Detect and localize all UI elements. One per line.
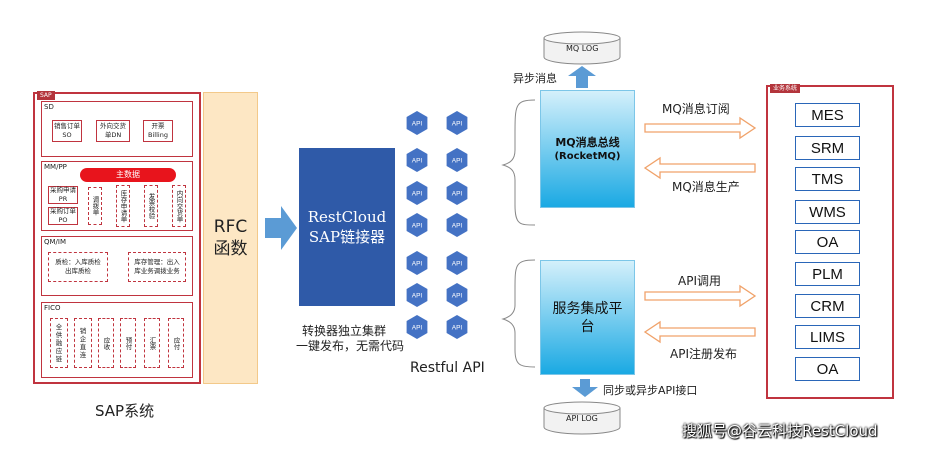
mq-log-cylinder (543, 31, 621, 65)
mq-subscribe-label: MQ消息订阅 (662, 102, 730, 116)
api-hex-label: API (452, 325, 463, 332)
converter-caption-2: 一键发布，无需代码 (296, 339, 405, 353)
api-hex-6: API (406, 213, 428, 237)
service-platform-box: 服务集成平 台 (540, 260, 635, 375)
api-hex-label: API (412, 261, 423, 268)
restful-api-caption: Restful API (410, 360, 485, 376)
api-hex-4: API (406, 181, 428, 205)
api-log-cylinder (543, 401, 621, 435)
master-data-bar: 主数据 (80, 168, 176, 182)
sd-item-dn: 外向交货单DN (96, 120, 130, 142)
sys-tms: TMS (795, 167, 860, 191)
fico-tag: FICO (44, 304, 61, 312)
async-msg-label: 异步消息 (513, 72, 557, 85)
api-call-label: API调用 (678, 274, 721, 288)
converter-line2: SAP链接器 (308, 228, 386, 246)
api-hex-label: API (452, 121, 463, 128)
sd-item-so: 销售订单SO (52, 120, 82, 142)
fico-item-3: 预付 (120, 318, 136, 368)
api-hex-label: API (452, 191, 463, 198)
sys-srm: SRM (795, 136, 860, 160)
api-hex-1: API (446, 111, 468, 135)
orange-arrows (643, 116, 757, 344)
api-hex-label: API (452, 293, 463, 300)
fico-item-0: 全供融应链 (50, 318, 68, 368)
converter-caption-1: 转换器独立集群 (302, 324, 387, 338)
rfc-to-converter-arrow (265, 206, 297, 250)
sd-module (41, 101, 193, 157)
api-hex-11: API (446, 283, 468, 307)
mq-bus-box: MQ消息总线 (RocketMQ) (540, 90, 635, 208)
api-hex-12: API (406, 315, 428, 339)
mmpp-item-po: 采购订单PO (48, 207, 78, 225)
api-hex-label: API (412, 191, 423, 198)
sys-oa-1: OA (795, 230, 860, 254)
mq-produce-label: MQ消息生产 (672, 180, 740, 194)
api-hex-2: API (406, 148, 428, 172)
sap-tag: SAP (37, 91, 55, 100)
api-hex-7: API (446, 213, 468, 237)
api-hex-3: API (446, 148, 468, 172)
rfc-box: RFC函数 (203, 92, 258, 384)
mmpp-item-transfer: 调拨单 (88, 187, 102, 225)
sys-mes: MES (795, 103, 860, 127)
mmpp-item-pr: 采购申请PR (48, 186, 78, 204)
api-hex-label: API (412, 325, 423, 332)
sys-crm: CRM (795, 294, 860, 318)
mmpp-tag: MM/PP (44, 163, 67, 171)
service-line2: 台 (580, 318, 595, 335)
qmim-tag: QM/IM (44, 238, 67, 246)
api-hex-label: API (412, 121, 423, 128)
qmim-quality: 质检：入库质检出库质检 (48, 252, 108, 282)
api-register-label: API注册发布 (670, 347, 737, 361)
sd-tag: SD (44, 103, 54, 111)
api-hex-label: API (452, 223, 463, 230)
bracket-connectors (501, 99, 536, 368)
qmim-module (41, 236, 193, 296)
mq-bus-line1: MQ消息总线 (555, 135, 620, 149)
fico-item-1: 销企直连 (74, 318, 92, 368)
sd-item-billing: 开票Billing (143, 120, 173, 142)
rfc-label: RFC函数 (213, 217, 248, 259)
sys-lims: LIMS (795, 325, 860, 349)
api-hex-10: API (406, 283, 428, 307)
api-hex-label: API (412, 293, 423, 300)
sap-caption: SAP系统 (95, 402, 155, 420)
api-hex-label: API (452, 158, 463, 165)
sync-down-arrow (572, 379, 598, 397)
api-hex-label: API (452, 261, 463, 268)
sync-api-label: 同步或异步API接口 (603, 384, 698, 397)
converter-box: RestCloud SAP链接器 (299, 148, 395, 306)
sys-wms: WMS (795, 200, 860, 224)
api-log-label: API LOG (566, 414, 598, 423)
mq-bus-line2: (RocketMQ) (554, 150, 621, 162)
api-hex-9: API (446, 251, 468, 275)
watermark: 搜狐号@谷云科技RestCloud (682, 422, 878, 440)
api-hex-label: API (412, 158, 423, 165)
mmpp-item-inbound: 内向交货单 (172, 185, 186, 227)
service-line1: 服务集成平 (552, 300, 623, 317)
api-hex-0: API (406, 111, 428, 135)
api-hex-13: API (446, 315, 468, 339)
biz-systems-tag: 业务系统 (770, 84, 801, 93)
mq-log-label: MQ LOG (566, 44, 599, 53)
api-hex-8: API (406, 251, 428, 275)
qmim-inventory: 库存管理：出入库业务调拨业务 (128, 252, 186, 282)
mmpp-item-stock-req: 库存申请单 (116, 185, 130, 227)
mmpp-item-invoice: 发票校验 (144, 185, 158, 227)
api-hex-grid: API API API API API API API API API API API API API A… (406, 111, 468, 339)
fico-item-5: 应付 (168, 318, 184, 368)
fico-item-4: 汇票 (144, 318, 160, 368)
sys-oa-2: OA (795, 357, 860, 381)
fico-module (41, 302, 193, 378)
api-hex-5: API (446, 181, 468, 205)
async-up-arrow (568, 66, 596, 88)
sys-plm: PLM (795, 262, 860, 286)
converter-line1: RestCloud (307, 208, 387, 226)
api-hex-label: API (412, 223, 423, 230)
fico-item-2: 应收 (98, 318, 114, 368)
